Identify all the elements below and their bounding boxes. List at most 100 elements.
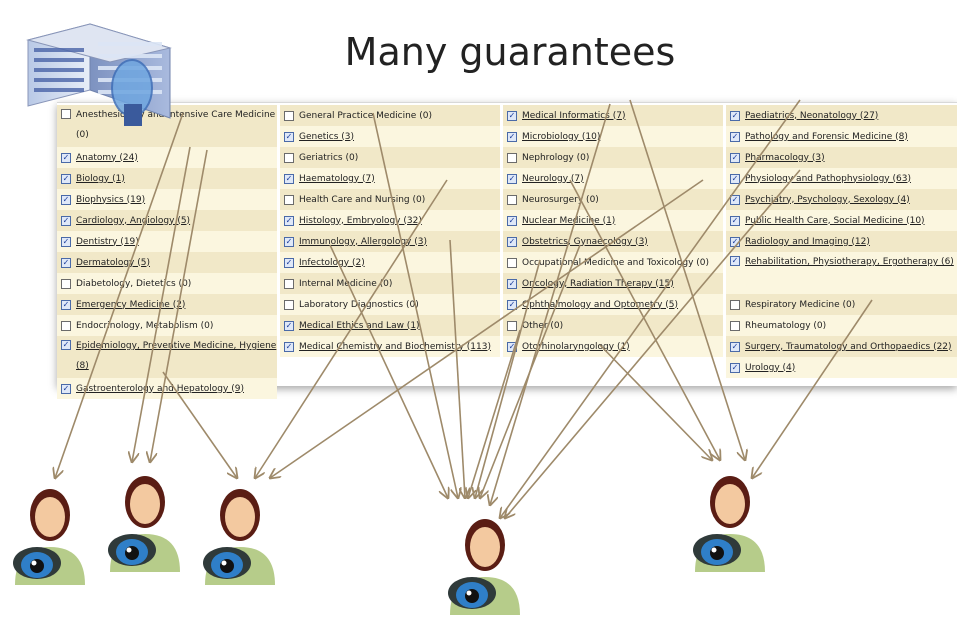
specialty-label[interactable]: Microbiology (10) — [522, 131, 601, 142]
specialty-row[interactable]: Dentistry (19) — [57, 231, 277, 252]
specialty-row[interactable]: Ophthalmology and Optometry (5) — [503, 294, 723, 315]
specialty-label[interactable]: Haematology (7) — [299, 173, 375, 184]
specialty-checkbox[interactable] — [284, 215, 294, 226]
specialty-label[interactable]: Neurology (7) — [522, 173, 584, 184]
specialty-checkbox[interactable] — [507, 236, 517, 247]
specialty-checkbox[interactable] — [284, 341, 294, 352]
specialty-row[interactable]: Diabetology, Dietetics (0) — [57, 273, 277, 294]
specialty-label[interactable]: Paediatrics, Neonatology (27) — [745, 110, 879, 121]
specialty-checkbox[interactable] — [284, 173, 294, 184]
specialty-label[interactable]: Biology (1) — [76, 173, 125, 184]
specialty-label[interactable]: Emergency Medicine (2) — [76, 299, 186, 310]
specialty-checkbox[interactable] — [730, 194, 740, 205]
specialty-label[interactable]: Psychiatry, Psychology, Sexology (4) — [745, 194, 910, 205]
specialty-row[interactable]: Other (0) — [503, 315, 723, 336]
specialty-row[interactable]: Urology (4) — [726, 357, 957, 378]
specialty-checkbox[interactable] — [507, 131, 517, 142]
specialty-checkbox[interactable] — [61, 257, 71, 268]
specialty-row[interactable]: Internal Medicine (0) — [280, 273, 500, 294]
specialty-row[interactable]: Immunology, Allergology (3) — [280, 231, 500, 252]
specialty-checkbox[interactable] — [61, 173, 71, 184]
specialty-checkbox[interactable] — [61, 278, 71, 289]
specialty-checkbox[interactable] — [730, 152, 740, 163]
specialty-checkbox[interactable] — [507, 341, 517, 352]
specialty-checkbox[interactable] — [61, 340, 71, 350]
specialty-checkbox[interactable] — [730, 299, 740, 310]
specialty-row[interactable]: Pathology and Forensic Medicine (8) — [726, 126, 957, 147]
specialty-checkbox[interactable] — [284, 278, 294, 289]
specialty-row[interactable]: Paediatrics, Neonatology (27) — [726, 105, 957, 126]
specialty-label[interactable]: Cardiology, Angiology (5) — [76, 215, 191, 226]
specialty-row[interactable]: Histology, Embryology (32) — [280, 210, 500, 231]
specialty-row[interactable]: Endocrinology, Metabolism (0) — [57, 315, 277, 336]
specialty-row[interactable]: Haematology (7) — [280, 168, 500, 189]
specialty-row[interactable]: Oncology, Radiation Therapy (15) — [503, 273, 723, 294]
specialty-row[interactable]: Medical Ethics and Law (1) — [280, 315, 500, 336]
specialty-row[interactable]: Occupational Medicine and Toxicology (0) — [503, 252, 723, 273]
specialty-checkbox[interactable] — [730, 215, 740, 226]
specialty-row[interactable]: Surgery, Traumatology and Orthopaedics (… — [726, 336, 957, 357]
specialty-checkbox[interactable] — [284, 257, 294, 268]
specialty-row[interactable]: Health Care and Nursing (0) — [280, 189, 500, 210]
specialty-checkbox[interactable] — [61, 215, 71, 226]
specialty-checkbox[interactable] — [61, 383, 71, 394]
specialty-checkbox[interactable] — [284, 236, 294, 247]
specialty-label[interactable]: Dermatology (5) — [76, 257, 150, 268]
specialty-label[interactable]: Pathology and Forensic Medicine (8) — [745, 131, 908, 142]
specialty-checkbox[interactable] — [61, 194, 71, 205]
specialty-label[interactable]: Urology (4) — [745, 362, 796, 373]
specialty-label[interactable]: Nuclear Medicine (1) — [522, 215, 616, 226]
specialty-label[interactable]: Ophthalmology and Optometry (5) — [522, 299, 679, 310]
specialty-row[interactable]: Laboratory Diagnostics (0) — [280, 294, 500, 315]
specialty-row[interactable]: General Practice Medicine (0) — [280, 105, 500, 126]
specialty-checkbox[interactable] — [61, 299, 71, 310]
specialty-checkbox[interactable] — [284, 131, 294, 142]
specialty-row[interactable]: Genetics (3) — [280, 126, 500, 147]
specialty-label[interactable]: Histology, Embryology (32) — [299, 215, 422, 226]
specialty-checkbox[interactable] — [507, 110, 517, 121]
specialty-checkbox[interactable] — [61, 320, 71, 331]
specialty-row[interactable]: Public Health Care, Social Medicine (10) — [726, 210, 957, 231]
specialty-checkbox[interactable] — [730, 173, 740, 184]
specialty-checkbox[interactable] — [284, 320, 294, 331]
specialty-label[interactable]: Gastroenterology and Hepatology (9) — [76, 383, 244, 394]
specialty-row[interactable]: Rehabilitation, Physiotherapy, Ergothera… — [726, 252, 957, 294]
specialty-checkbox[interactable] — [61, 152, 71, 163]
specialty-row[interactable]: Radiology and Imaging (12) — [726, 231, 957, 252]
specialty-row[interactable]: Psychiatry, Psychology, Sexology (4) — [726, 189, 957, 210]
specialty-row[interactable]: Infectology (2) — [280, 252, 500, 273]
specialty-label[interactable]: Infectology (2) — [299, 257, 365, 268]
specialty-checkbox[interactable] — [730, 236, 740, 247]
specialty-row[interactable]: Biology (1) — [57, 168, 277, 189]
specialty-label[interactable]: Epidemiology, Preventive Medicine, Hygie… — [76, 341, 277, 371]
specialty-row[interactable]: Biophysics (19) — [57, 189, 277, 210]
specialty-row[interactable]: Anatomy (24) — [57, 147, 277, 168]
specialty-row[interactable]: Respiratory Medicine (0) — [726, 294, 957, 315]
specialty-label[interactable]: Anatomy (24) — [76, 152, 138, 163]
specialty-checkbox[interactable] — [284, 299, 294, 310]
specialty-checkbox[interactable] — [61, 236, 71, 247]
specialty-checkbox[interactable] — [730, 110, 740, 121]
specialty-row[interactable]: Dermatology (5) — [57, 252, 277, 273]
specialty-row[interactable]: Nephrology (0) — [503, 147, 723, 168]
specialty-row[interactable]: Neurosurgery (0) — [503, 189, 723, 210]
specialty-row[interactable]: Otorhinolaryngology (1) — [503, 336, 723, 357]
specialty-checkbox[interactable] — [730, 131, 740, 142]
specialty-checkbox[interactable] — [730, 320, 740, 331]
specialty-checkbox[interactable] — [507, 215, 517, 226]
specialty-checkbox[interactable] — [730, 362, 740, 373]
specialty-label[interactable]: Pharmacology (3) — [745, 152, 825, 163]
specialty-label[interactable]: Medical Informatics (7) — [522, 110, 626, 121]
specialty-checkbox[interactable] — [507, 152, 517, 163]
specialty-row[interactable]: Medical Informatics (7) — [503, 105, 723, 126]
specialty-row[interactable]: Cardiology, Angiology (5) — [57, 210, 277, 231]
specialty-checkbox[interactable] — [507, 173, 517, 184]
specialty-checkbox[interactable] — [284, 194, 294, 205]
specialty-row[interactable]: Gastroenterology and Hepatology (9) — [57, 378, 277, 399]
specialty-label[interactable]: Rehabilitation, Physiotherapy, Ergothera… — [745, 257, 954, 267]
specialty-row[interactable]: Obstetrics, Gynaecology (3) — [503, 231, 723, 252]
specialty-checkbox[interactable] — [507, 299, 517, 310]
specialty-label[interactable]: Medical Chemistry and Biochemistry (113) — [299, 341, 491, 352]
specialty-checkbox[interactable] — [507, 278, 517, 289]
specialty-label[interactable]: Radiology and Imaging (12) — [745, 236, 870, 247]
